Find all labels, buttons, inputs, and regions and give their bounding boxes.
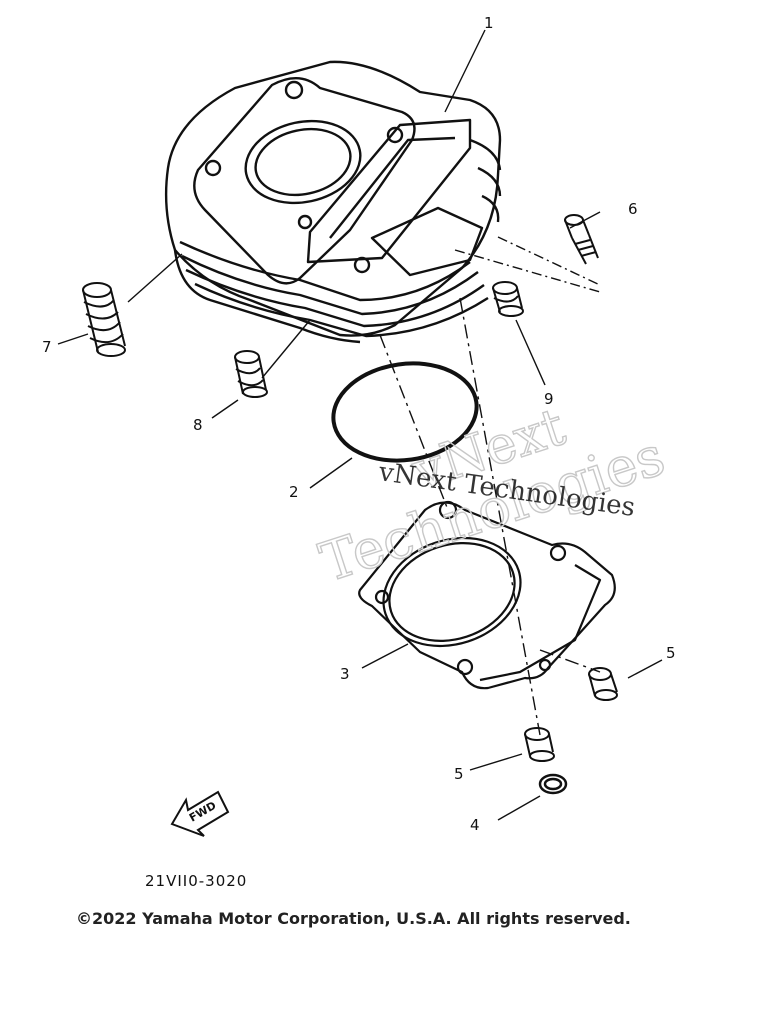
dowel-5-right <box>588 667 618 701</box>
callout-5-right: 5 <box>666 644 676 662</box>
callout-8: 8 <box>193 416 203 434</box>
callout-3: 3 <box>340 665 350 683</box>
callout-4: 4 <box>470 816 480 834</box>
dowel-8 <box>234 350 268 398</box>
gasket-3 <box>358 500 616 690</box>
callout-1: 1 <box>484 14 494 32</box>
callout-7: 7 <box>42 338 52 356</box>
bolt-6 <box>564 214 599 265</box>
o-ring-2 <box>331 361 479 463</box>
callout-9: 9 <box>544 390 554 408</box>
callout-6: 6 <box>628 200 638 218</box>
callout-5-lower: 5 <box>454 765 464 783</box>
dowel-9 <box>492 281 524 317</box>
dowel-7 <box>82 282 126 357</box>
dowel-5-lower <box>524 727 555 762</box>
diagram-code: 21VII0-3020 <box>145 872 247 890</box>
cylinder-part <box>164 60 502 344</box>
copyright-notice: ©2022 Yamaha Motor Corporation, U.S.A. A… <box>76 909 631 928</box>
watermark: vNext Technologies vNext Technologies <box>312 396 673 595</box>
fwd-arrow-icon: FWD <box>170 790 230 837</box>
callout-2: 2 <box>289 483 299 501</box>
leader-lines <box>57 29 663 821</box>
clip-4 <box>538 773 568 795</box>
